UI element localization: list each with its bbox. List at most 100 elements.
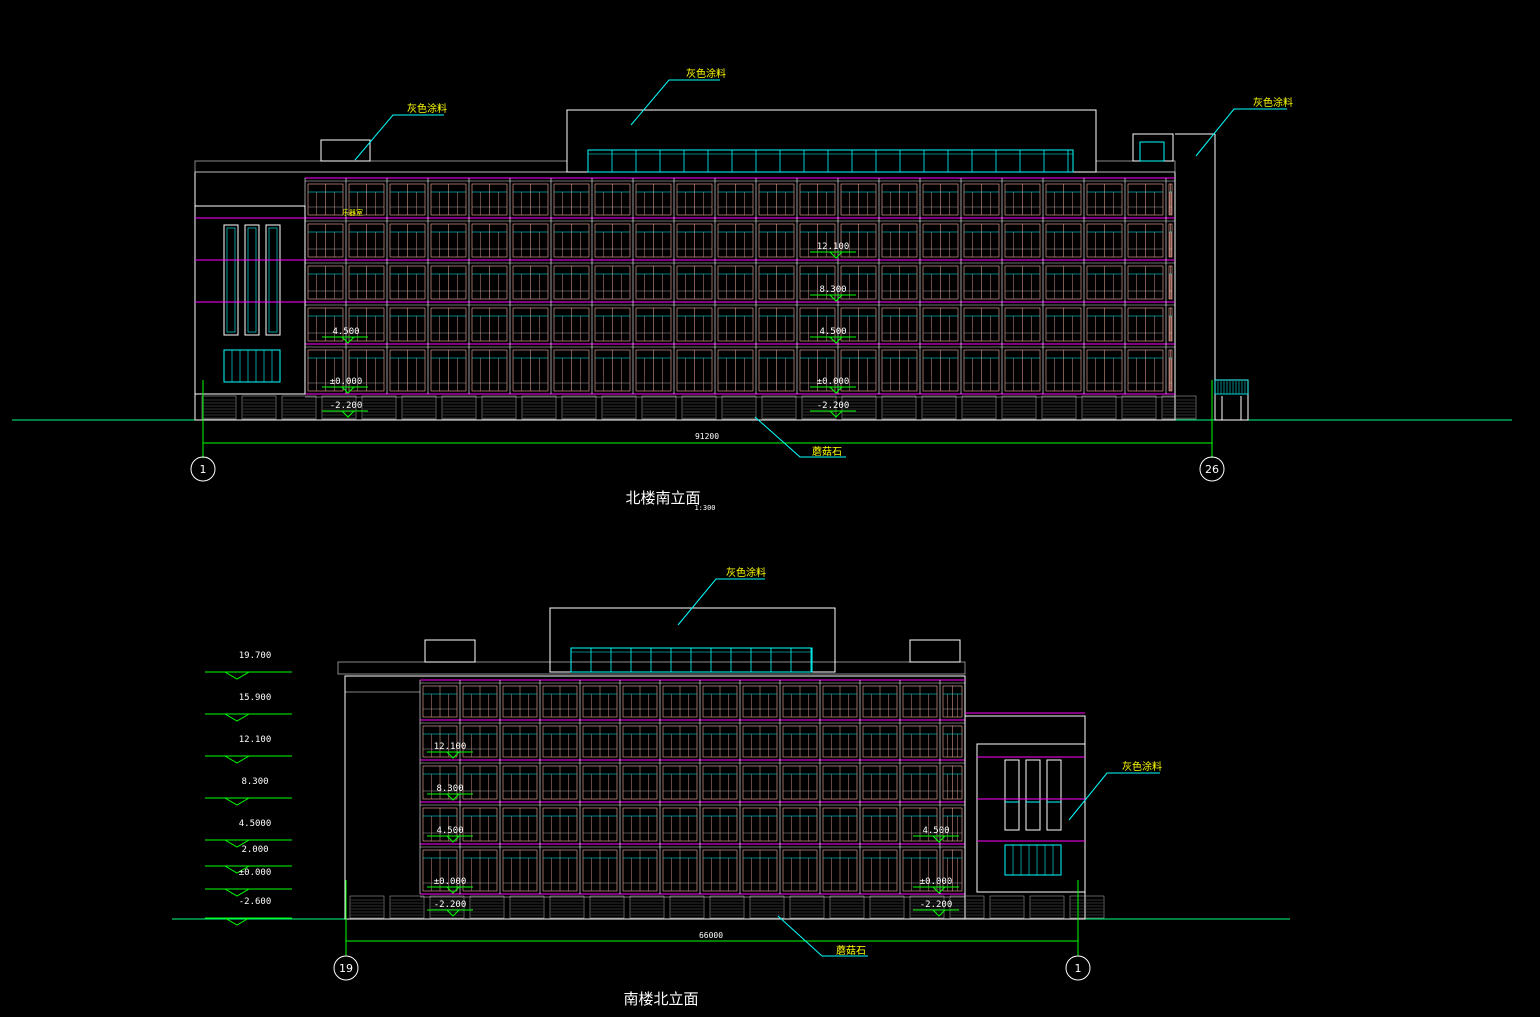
level-marker — [322, 336, 368, 344]
roof-glazing — [587, 149, 1074, 173]
facade-windows — [304, 177, 1175, 398]
level-marker — [913, 835, 959, 843]
level-marker — [810, 294, 856, 302]
leader-base — [754, 416, 846, 458]
base-panel — [589, 895, 625, 919]
level-0-right: ±0.000 — [920, 877, 953, 887]
note-right-coating: 灰色涂料 — [1253, 96, 1293, 109]
level-marker — [322, 386, 368, 394]
axis-label-left: 19 — [339, 962, 353, 975]
axis-bubble-right — [1199, 456, 1225, 482]
base-panel — [761, 395, 797, 420]
legend-level-label: ±0.000 — [239, 868, 272, 878]
note-roof-coating: 灰色涂料 — [726, 566, 766, 579]
legend-level-label: 4.5000 — [239, 819, 272, 829]
roof-stair-box-right — [909, 639, 961, 663]
level-0-left: ±0.000 — [434, 877, 467, 887]
legend-level-label: -2.600 — [239, 897, 272, 907]
north-building-south-elevation: 91200 1 26 灰色涂料 灰色涂料 灰色涂料 蘑菇石 乐器室 12.100… — [12, 67, 1512, 512]
leader-left — [354, 114, 444, 161]
legend-level-label: 12.100 — [239, 735, 272, 745]
axis-bubble-left — [333, 955, 359, 981]
base-panel — [429, 895, 465, 919]
base-panel — [909, 895, 945, 919]
base-panel — [509, 895, 545, 919]
base-panel — [521, 395, 557, 420]
base-panel — [469, 895, 505, 919]
base-panel — [749, 895, 785, 919]
overall-dimension: 91200 — [695, 432, 719, 441]
base-panel — [241, 395, 277, 420]
stair-tower-left — [194, 205, 306, 395]
stair-tower-windows — [977, 756, 1085, 876]
base-panel — [321, 395, 357, 420]
roof-stair-box-left — [424, 639, 476, 663]
base-panel — [801, 395, 837, 420]
level-marker — [322, 410, 368, 418]
level-minus-right: -2.200 — [817, 401, 850, 411]
base-panel — [361, 395, 397, 420]
roof-stair-box-left — [320, 139, 371, 162]
base-panel — [1029, 895, 1065, 919]
level-4500-right: 4.500 — [819, 327, 846, 337]
leader-right — [1195, 108, 1287, 157]
level-8300: 8.300 — [436, 784, 463, 794]
drawing-title-bottom: 南楼北立面 — [623, 990, 698, 1008]
level-marker — [913, 886, 959, 894]
base-panel — [561, 395, 597, 420]
base-panel — [841, 395, 877, 420]
base-panel — [709, 895, 745, 919]
base-panel — [921, 395, 957, 420]
leader-roof — [677, 578, 765, 626]
level-8300: 8.300 — [819, 285, 846, 295]
base-panel — [201, 395, 237, 420]
stair-window-glass — [247, 227, 257, 333]
base-panel — [721, 395, 757, 420]
base-panel — [349, 895, 385, 919]
base-panel — [1081, 395, 1117, 420]
level-marker — [427, 835, 473, 843]
stair-window-glass — [268, 227, 278, 333]
note-base-stone: 蘑菇石 — [836, 944, 866, 957]
level-marker — [427, 793, 473, 801]
level-marker — [427, 909, 473, 917]
base-panel — [549, 895, 585, 919]
legend-level-triangle — [224, 839, 250, 848]
right-gate-bars — [1214, 379, 1249, 420]
note-base-stone: 蘑菇石 — [812, 445, 842, 458]
base-panel — [401, 395, 437, 420]
base-panel — [681, 395, 717, 420]
axis-bubble-left — [190, 456, 216, 482]
note-left-coating: 灰色涂料 — [407, 102, 447, 115]
leader-roof — [630, 79, 720, 126]
level-12100: 12.100 — [817, 242, 850, 252]
stair-tower-right — [976, 743, 1086, 893]
level-12100: 12.100 — [434, 742, 467, 752]
base-panel — [789, 895, 825, 919]
base-panel — [641, 395, 677, 420]
base-panel — [1069, 895, 1105, 919]
roof-vent — [1139, 141, 1165, 162]
base-panel — [389, 895, 425, 919]
base-panel — [829, 895, 865, 919]
legend-level-triangle — [224, 865, 250, 874]
level-marker — [810, 410, 856, 418]
legend-level-triangle — [224, 713, 250, 722]
stair-window — [1025, 759, 1041, 831]
legend-level-label: 15.900 — [239, 693, 272, 703]
note-roof-coating: 灰色涂料 — [686, 67, 726, 80]
legend-level-triangle — [224, 797, 250, 806]
base-panel — [669, 895, 705, 919]
level-markers: 12.100 8.300 4.500 4.500 ±0.000 ±0.000 -… — [427, 742, 959, 917]
base-panel — [869, 895, 905, 919]
drawing-title-top: 北楼南立面 — [625, 489, 700, 507]
base-panel — [1001, 395, 1037, 420]
south-building-north-elevation: 66000 19 1 灰色涂料 灰色涂料 蘑菇石 12.100 8.300 4.… — [172, 566, 1290, 1008]
gate-grille — [1214, 379, 1249, 395]
base-panel — [481, 395, 517, 420]
level-minus-right: -2.200 — [920, 900, 953, 910]
room-label: 乐器室 — [342, 208, 363, 217]
level-0-left: ±0.000 — [330, 377, 363, 387]
